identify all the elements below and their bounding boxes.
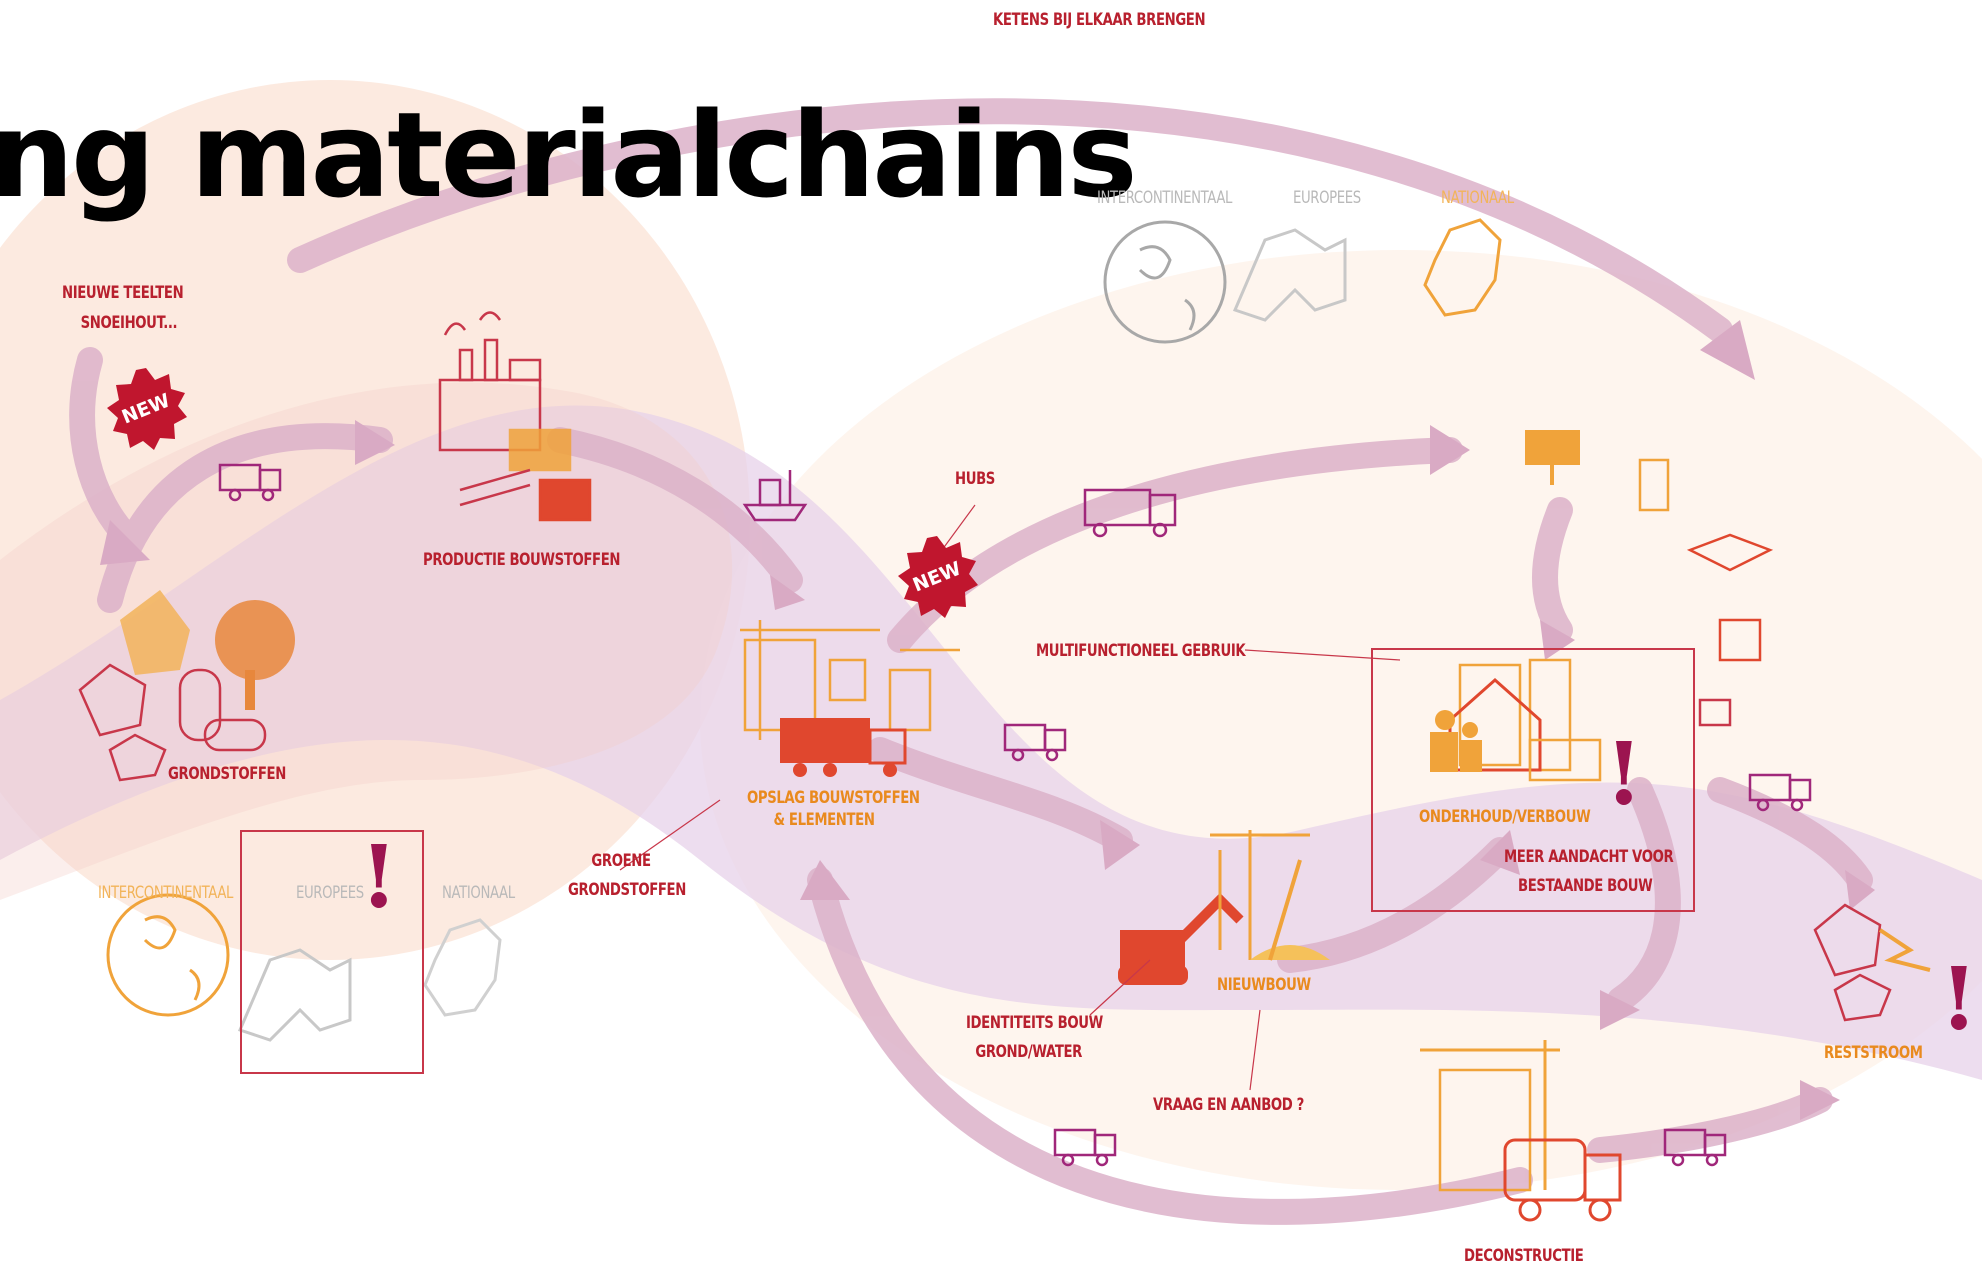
label-storage-line1: OPSLAG BOUWSTOFFEN — [747, 788, 920, 808]
europe-map-icon — [237, 948, 352, 1042]
leader-lines — [619, 504, 1401, 1091]
label-multifunctional: MULTIFUNCTIONEEL GEBRUIK — [1036, 641, 1246, 661]
globe-icon — [1103, 220, 1227, 344]
label-supply-demand: VRAAG EN AANBOD ? — [1153, 1095, 1304, 1115]
label-production: PRODUCTIE BOUWSTOFFEN — [423, 550, 621, 570]
supply-to-maintenance-arrow — [1532, 497, 1573, 643]
flow-arrows — [69, 98, 1873, 1225]
label-residual: RESTSTROOM — [1824, 1043, 1923, 1063]
maintenance-to-residual-arrow — [1707, 777, 1873, 893]
storage-truck-icon — [780, 718, 907, 777]
new-crops-arrow — [69, 347, 143, 553]
ship-icon — [742, 470, 808, 522]
netherlands-map-icon — [1423, 218, 1502, 317]
truck-icon — [1663, 1128, 1727, 1167]
new-badge: NEW — [896, 536, 978, 618]
existing-build-box — [1371, 648, 1695, 912]
scale-top-national: NATIONAAL — [1441, 188, 1514, 208]
scale-icons-top — [1103, 218, 1502, 344]
europe-map-icon — [1232, 228, 1347, 322]
label-existing-build: MEER AANDACHT VOOR BESTAANDE BOUW — [1504, 842, 1674, 901]
top-arc-arrow — [287, 98, 1733, 343]
scale-bottom-intercontinental: INTERCONTINENTAAL — [98, 883, 234, 903]
truck-icon — [1748, 773, 1812, 812]
storage-to-newbuild-arrow — [867, 737, 1133, 853]
supply-icons — [1525, 430, 1774, 727]
label-identity-line1: IDENTITEITS BOUW — [966, 1013, 1103, 1033]
arrow-heads — [100, 320, 1875, 1120]
exclamation-icon: ! — [1940, 949, 1978, 1050]
label-new-build: NIEUWBOUW — [1217, 975, 1311, 995]
label-storage-line2: & ELEMENTEN — [773, 810, 875, 830]
seal-icon — [107, 368, 187, 450]
scale-top-intercontinental: INTERCONTINENTAAL — [1097, 188, 1233, 208]
label-identity-line2: GROND/WATER — [975, 1042, 1082, 1062]
truck-icons — [218, 463, 1812, 1167]
scale-bottom-national: NATIONAAL — [442, 883, 515, 903]
globe-icon — [106, 893, 230, 1017]
exclamation-icon: ! — [360, 827, 398, 928]
page-title: ng materialchains — [0, 86, 1138, 224]
truck-icon — [1053, 1128, 1117, 1167]
deconstruction-icon — [1420, 1040, 1622, 1222]
label-storage: OPSLAG BOUWSTOFFEN & ELEMENTEN — [747, 783, 920, 835]
maintenance-to-deconstruction-arrow — [1607, 777, 1681, 1013]
newbuild-to-maintenance-arrow — [1277, 837, 1513, 973]
label-existing-build-line1: MEER AANDACHT VOOR — [1504, 847, 1674, 867]
production-to-storage-arrow — [547, 427, 803, 593]
newbuild-icon — [1118, 830, 1330, 985]
label-green-line2: GRONDSTOFFEN — [568, 880, 686, 900]
label-green-materials: GROENE GRONDSTOFFEN — [568, 846, 686, 905]
new-badge: NEW — [105, 368, 187, 450]
truck-icon — [1083, 488, 1177, 538]
european-focus-box — [240, 830, 424, 1074]
seal-icon — [898, 536, 978, 618]
scale-top-european: EUROPEES — [1293, 188, 1361, 208]
label-chains-together: KETENS BIJ ELKAAR BRENGEN — [993, 10, 1206, 30]
scale-bottom-european: EUROPEES — [296, 883, 364, 903]
label-existing-build-line2: BESTAANDE BOUW — [1518, 876, 1653, 896]
netherlands-map-icon — [423, 918, 502, 1017]
return-loop-arrow — [807, 867, 1533, 1225]
label-new-crops: NIEUWE TEELTEN SNOEIHOUT... — [62, 278, 184, 338]
maintenance-icon — [1430, 658, 1602, 782]
raw-materials-icon — [78, 590, 295, 782]
label-deconstruction: DECONSTRUCTIE — [1464, 1246, 1584, 1266]
label-identity-build: IDENTITEITS BOUW GROND/WATER — [966, 1008, 1103, 1067]
residual-icon — [1813, 903, 1931, 1022]
label-new-crops-line2: SNOEIHOUT... — [80, 313, 178, 333]
label-green-line1: GROENE — [591, 851, 651, 871]
label-raw-materials: GRONDSTOFFEN — [168, 764, 286, 784]
label-maintenance: ONDERHOUD/VERBOUW — [1419, 807, 1591, 827]
label-new-crops-line1: NIEUWE TEELTEN — [62, 283, 184, 303]
label-hubs: HUBS — [955, 469, 995, 489]
truck-icon — [1003, 723, 1067, 762]
factory-icon — [438, 311, 592, 522]
truck-icon — [218, 463, 282, 502]
exclamation-icon: ! — [1605, 724, 1643, 825]
scale-icons-bottom — [106, 893, 502, 1042]
